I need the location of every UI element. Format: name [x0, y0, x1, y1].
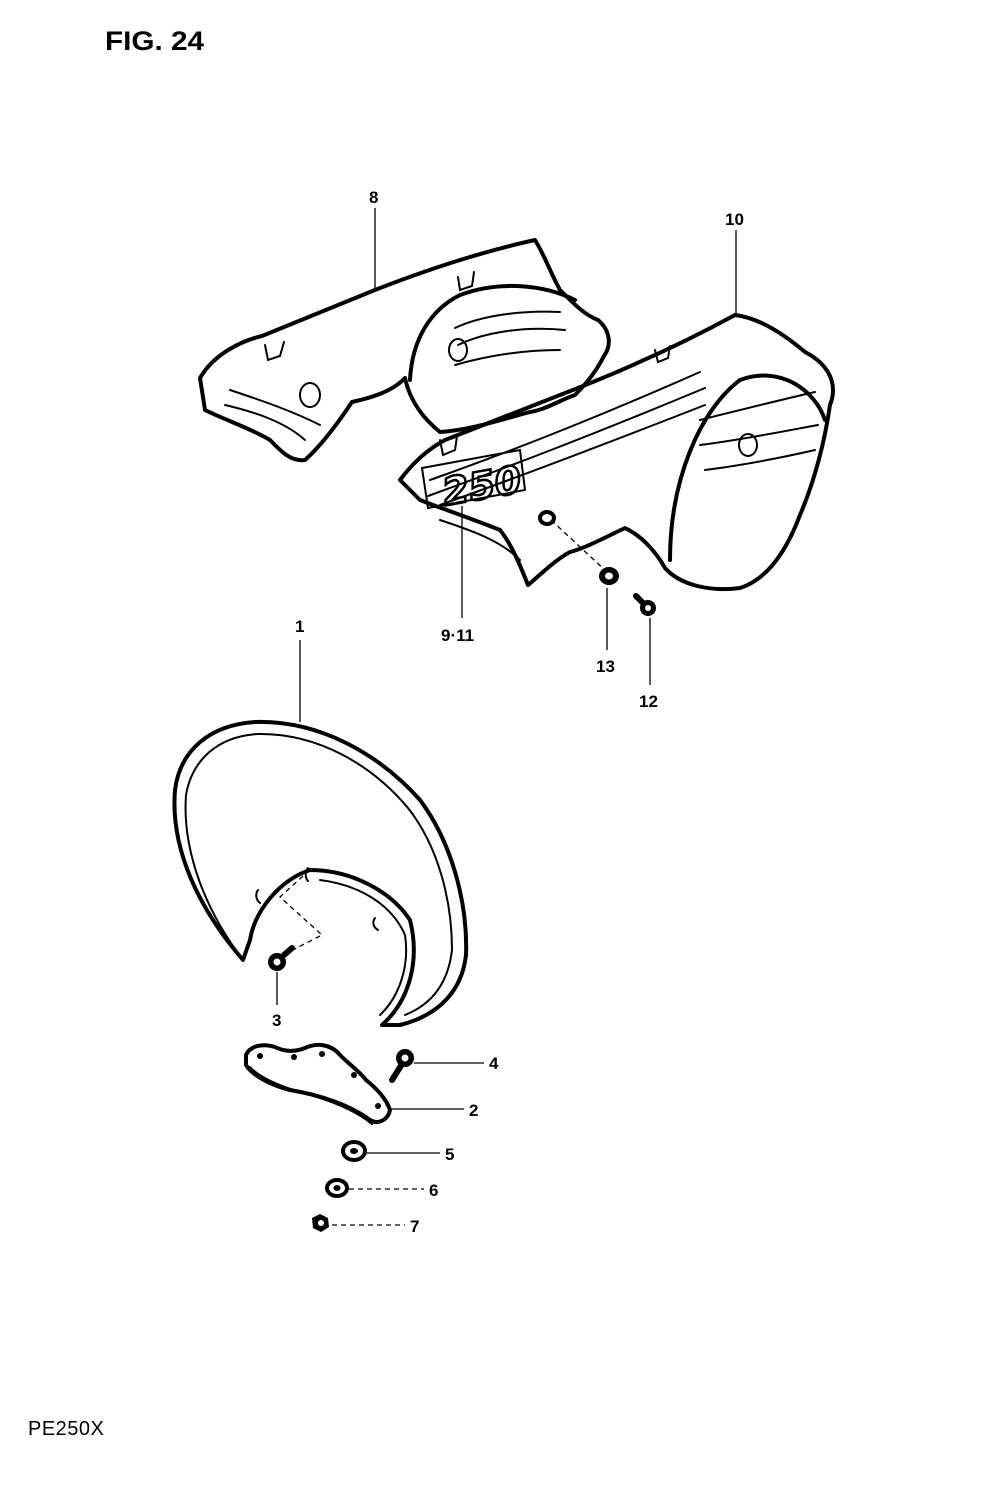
- washer-part-5: [341, 1140, 367, 1162]
- callout-3: 3: [272, 1011, 281, 1030]
- bolt-part-4: [389, 1049, 414, 1083]
- callout-2: 2: [469, 1101, 478, 1120]
- callout-labels: 8 10 9·11 13 12 1 3 4 2 5 6 7: [272, 188, 744, 1236]
- lock-nut-part-7: [312, 1214, 329, 1232]
- emblem-text: 250: [439, 457, 525, 514]
- disc-cover-part-1: [172, 719, 469, 1027]
- left-side-cover-part-8: [198, 238, 611, 463]
- screw-part-3: [268, 945, 295, 971]
- nut-part-6: [325, 1178, 349, 1198]
- figure-title: FIG. 24: [105, 26, 205, 56]
- callout-9-11: 9·11: [441, 626, 474, 645]
- model-code: PE250X: [28, 1418, 105, 1440]
- callout-7: 7: [410, 1217, 419, 1236]
- callout-6: 6: [429, 1181, 438, 1200]
- callout-10: 10: [725, 210, 744, 229]
- screw-part-12: [633, 593, 656, 616]
- callout-1: 1: [295, 617, 304, 636]
- callout-12: 12: [639, 692, 658, 711]
- leader-lines: [276, 208, 737, 1226]
- callout-8: 8: [369, 188, 378, 207]
- callout-13: 13: [596, 657, 615, 676]
- bracket-part-2: [244, 1042, 392, 1125]
- right-side-cover-part-10: [398, 313, 835, 592]
- callout-4: 4: [489, 1054, 499, 1073]
- washer-part-13: [538, 510, 619, 585]
- callout-5: 5: [445, 1145, 454, 1164]
